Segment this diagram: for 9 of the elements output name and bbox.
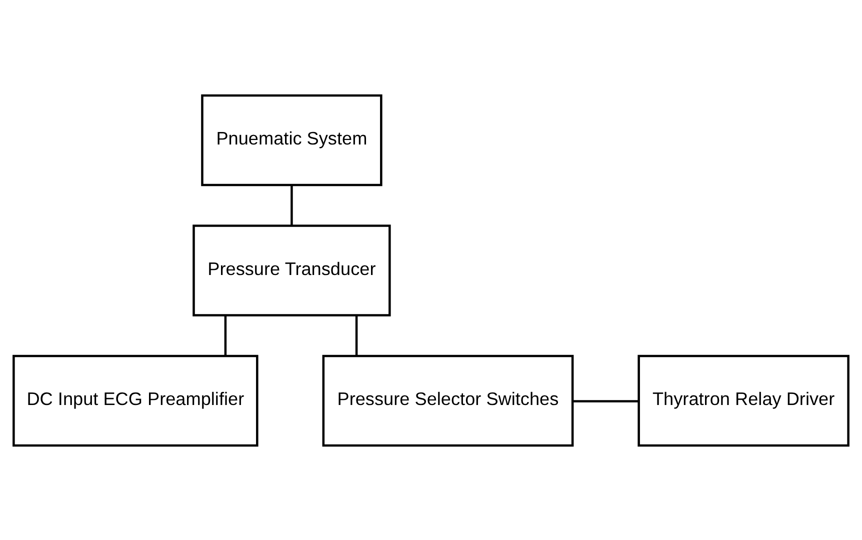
node-box: Pnuematic System bbox=[201, 94, 382, 186]
connector bbox=[355, 314, 358, 356]
node-box: DC Input ECG Preamplifier bbox=[12, 354, 258, 446]
connector bbox=[224, 314, 227, 356]
node-box: Pressure Transducer bbox=[192, 224, 391, 316]
connector bbox=[290, 184, 293, 226]
connector bbox=[572, 400, 639, 402]
node-box: Pressure Selector Switches bbox=[322, 354, 574, 446]
node-box: Thyratron Relay Driver bbox=[638, 354, 850, 446]
